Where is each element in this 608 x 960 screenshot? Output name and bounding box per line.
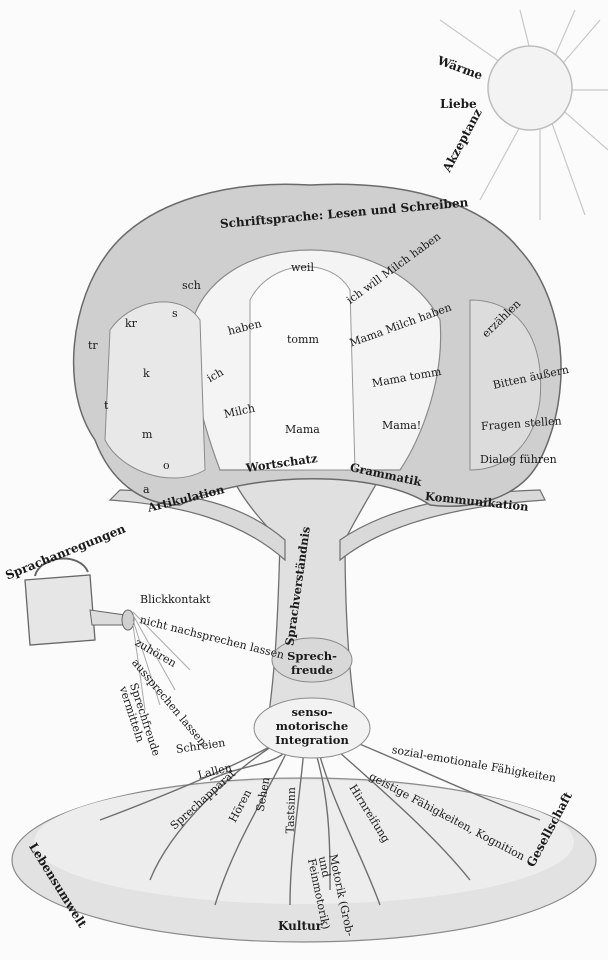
comm-dialog: Dialog führen xyxy=(480,454,557,465)
sun-icon xyxy=(488,46,572,130)
sound-a: a xyxy=(143,484,150,495)
label-sensorimotor-integration: senso- motorische Integration xyxy=(262,706,362,747)
label-speech-joy: Sprech- freude xyxy=(280,650,344,678)
word-mama: Mama xyxy=(285,424,320,435)
sound-k: k xyxy=(143,368,150,379)
sound-m: m xyxy=(142,429,152,440)
sound-o: o xyxy=(163,460,170,471)
sound-s: s xyxy=(172,308,178,319)
phrase-mama: Mama! xyxy=(382,420,421,431)
stim-eye-contact: Blickkontakt xyxy=(140,594,210,605)
word-weil: weil xyxy=(291,262,314,273)
root-touch: Tastsinn xyxy=(285,787,298,834)
sound-t: t xyxy=(104,400,108,411)
label-culture: Kultur xyxy=(278,920,322,932)
sound-sch: sch xyxy=(182,280,201,291)
sound-tr: tr xyxy=(88,340,98,351)
sound-kr: kr xyxy=(125,318,137,329)
word-tomm: tomm xyxy=(287,334,319,345)
